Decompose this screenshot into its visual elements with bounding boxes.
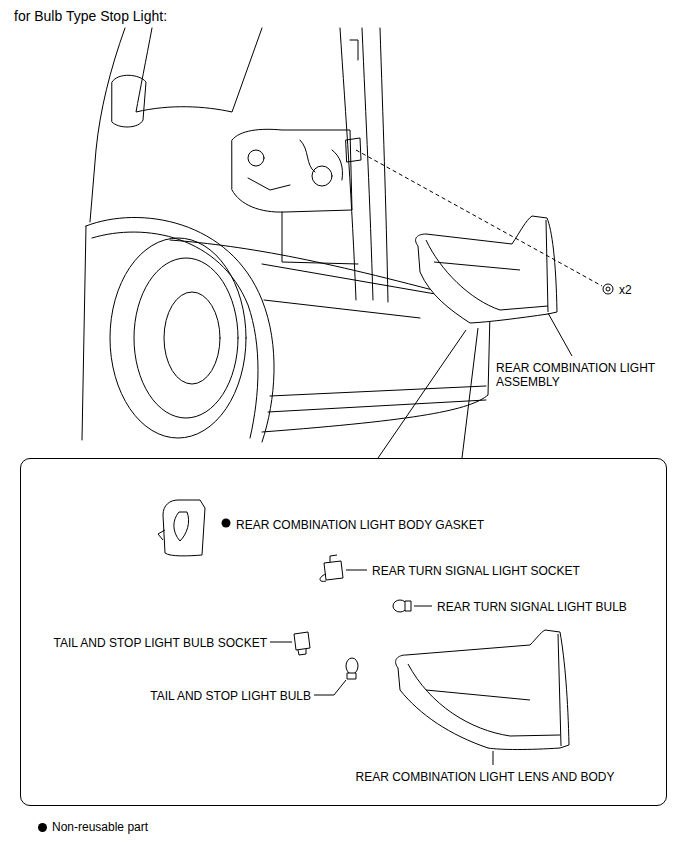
quantity: x2 bbox=[619, 283, 632, 297]
lens-detail bbox=[408, 634, 561, 746]
cavity-hole bbox=[312, 166, 332, 186]
lamp-cavity bbox=[232, 129, 352, 212]
rim bbox=[134, 258, 238, 418]
cavity-wire bbox=[248, 140, 343, 190]
turn-socket bbox=[324, 561, 343, 580]
install-dash bbox=[356, 150, 602, 286]
tail-bulb bbox=[346, 658, 358, 674]
gasket-hole bbox=[158, 512, 189, 541]
inset-parts bbox=[158, 500, 569, 750]
leader-line bbox=[270, 570, 493, 765]
detail-inset: REAR COMBINATION LIGHT BODY GASKET REAR T… bbox=[20, 458, 667, 806]
screw-center bbox=[606, 287, 610, 291]
legend-text: Non-reusable part bbox=[52, 820, 148, 834]
tailgate-hinge bbox=[346, 40, 361, 162]
zoom-line bbox=[378, 328, 478, 458]
quarter-outline bbox=[90, 28, 125, 222]
part-name: REAR TURN SIGNAL LIGHT BULB bbox=[437, 600, 627, 614]
legend-symbol bbox=[38, 823, 47, 832]
part-name: TAIL AND STOP LIGHT BULB bbox=[150, 689, 311, 703]
hub bbox=[164, 292, 220, 384]
non-reusable-dot bbox=[222, 519, 231, 528]
light-outline bbox=[416, 216, 557, 323]
part-name: REAR COMBINATION LIGHT LENS AND BODY bbox=[356, 770, 615, 784]
tire bbox=[110, 238, 246, 438]
part-name: TAIL AND STOP LIGHT BULB SOCKET bbox=[54, 636, 267, 650]
part-name: REAR TURN SIGNAL LIGHT SOCKET bbox=[372, 564, 580, 578]
quarter-lower bbox=[282, 212, 358, 264]
wheel-arch-inner bbox=[92, 232, 258, 438]
tailgate-edge bbox=[340, 28, 356, 300]
bulb-base bbox=[347, 673, 356, 679]
rear-combination-light bbox=[416, 216, 557, 323]
body-lower-left bbox=[82, 226, 86, 440]
part-name: REAR COMBINATION LIGHT ASSEMBLY bbox=[496, 361, 681, 389]
wheel-arch bbox=[86, 217, 274, 442]
gasket bbox=[163, 500, 205, 556]
fuel-door bbox=[112, 75, 146, 127]
lens-body bbox=[396, 630, 569, 750]
socket-wire bbox=[320, 555, 337, 581]
bulb-base bbox=[405, 601, 411, 611]
light-detail bbox=[426, 220, 548, 312]
part-name: REAR COMBINATION LIGHT BODY GASKET bbox=[236, 518, 484, 532]
tailgate-edge bbox=[362, 28, 373, 300]
screw bbox=[603, 284, 613, 294]
legend-entry: Non-reusable part bbox=[38, 820, 148, 834]
cavity-hole bbox=[248, 150, 264, 166]
tail-socket bbox=[294, 632, 310, 655]
rear-pillar bbox=[136, 28, 262, 112]
screw-head bbox=[603, 284, 613, 294]
leader-line bbox=[548, 313, 572, 356]
figure-title: for Bulb Type Stop Light: bbox=[14, 9, 167, 23]
